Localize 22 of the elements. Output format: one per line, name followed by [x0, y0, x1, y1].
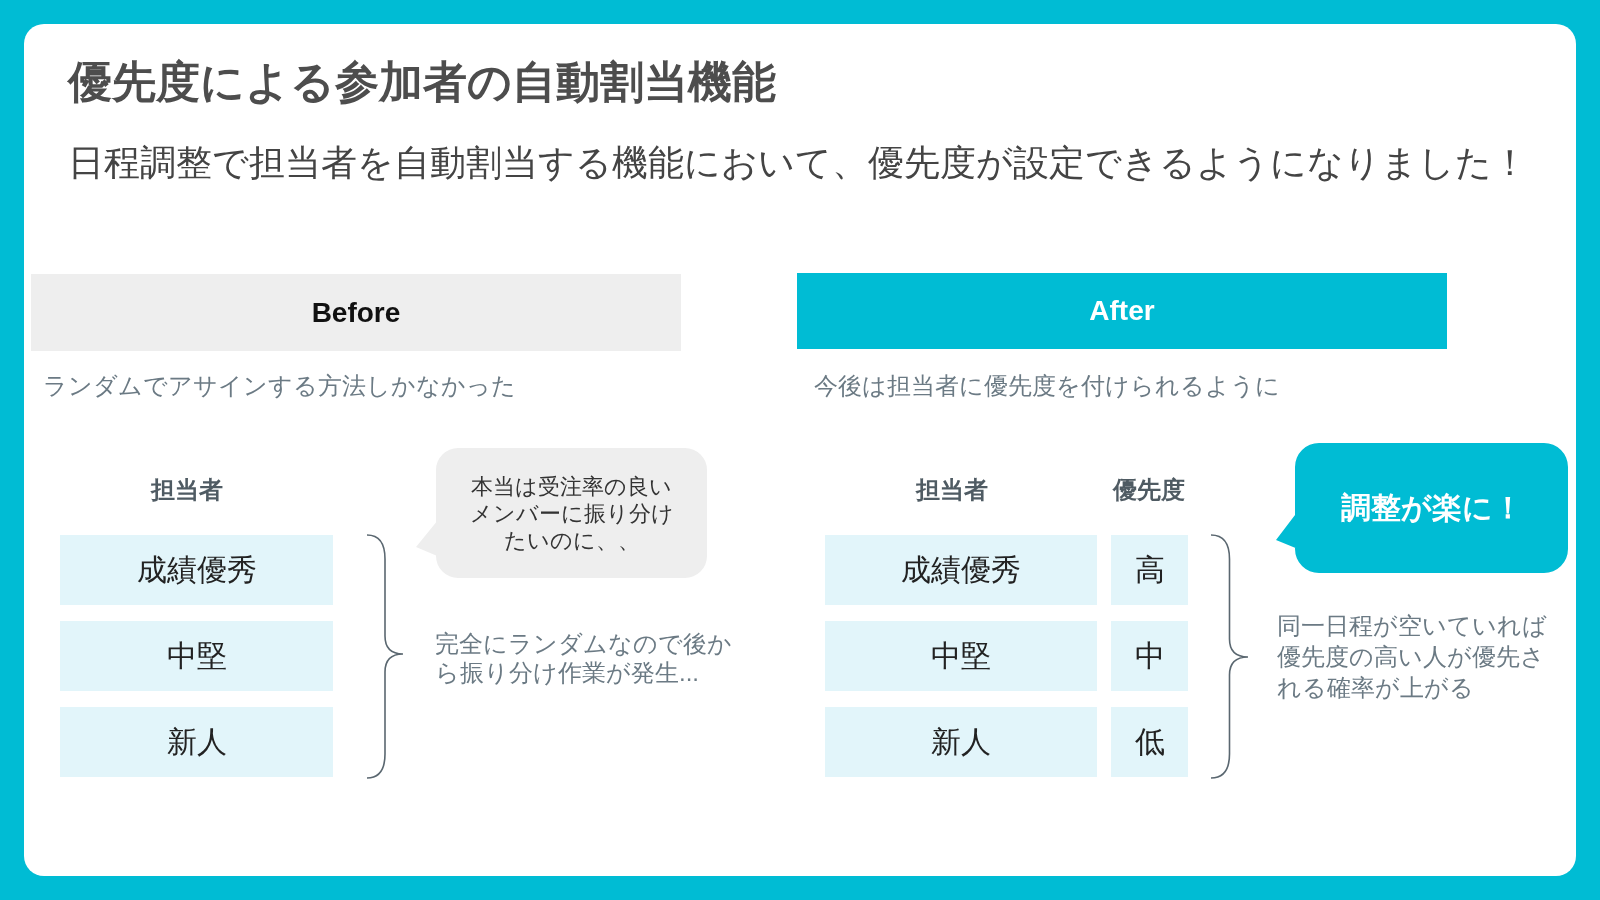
table-cell: 中堅	[825, 621, 1097, 691]
subtitle: 日程調整で担当者を自動割当する機能において、優先度が設定できるようになりました！	[68, 141, 1528, 185]
table-cell: 中堅	[60, 621, 333, 691]
header-bar: After	[797, 273, 1447, 349]
title: 優先度による参加者の自動割当機能	[68, 56, 776, 108]
table-cell: 中	[1111, 621, 1188, 691]
table-cell: 成績優秀	[60, 535, 333, 605]
speech-bubble: 本当は受注率の良いメンバーに振り分けたいのに、、	[416, 448, 707, 578]
table-cell: 成績優秀	[825, 535, 1097, 605]
column-header: 担当者	[149, 475, 224, 505]
note-text: 完全にランダムなので後から振り分け作業が発生...	[435, 629, 733, 687]
column-header: 担当者	[914, 475, 989, 505]
note-text: 同一日程が空いていれば優先度の高い人が優先される確率が上がる	[1277, 611, 1548, 703]
table-cell: 新人	[825, 707, 1097, 777]
table-cell: 新人	[60, 707, 333, 777]
header-bar: Before	[31, 274, 681, 351]
speech-bubble: 調整が楽に！	[1276, 443, 1568, 573]
description-text: 今後は担当者に優先度を付けられるように	[814, 371, 1280, 401]
description-text: ランダムでアサインする方法しかなかった	[43, 371, 516, 401]
column-header: 優先度	[1111, 475, 1186, 505]
table-cell: 低	[1111, 707, 1188, 777]
table-cell: 高	[1111, 535, 1188, 605]
